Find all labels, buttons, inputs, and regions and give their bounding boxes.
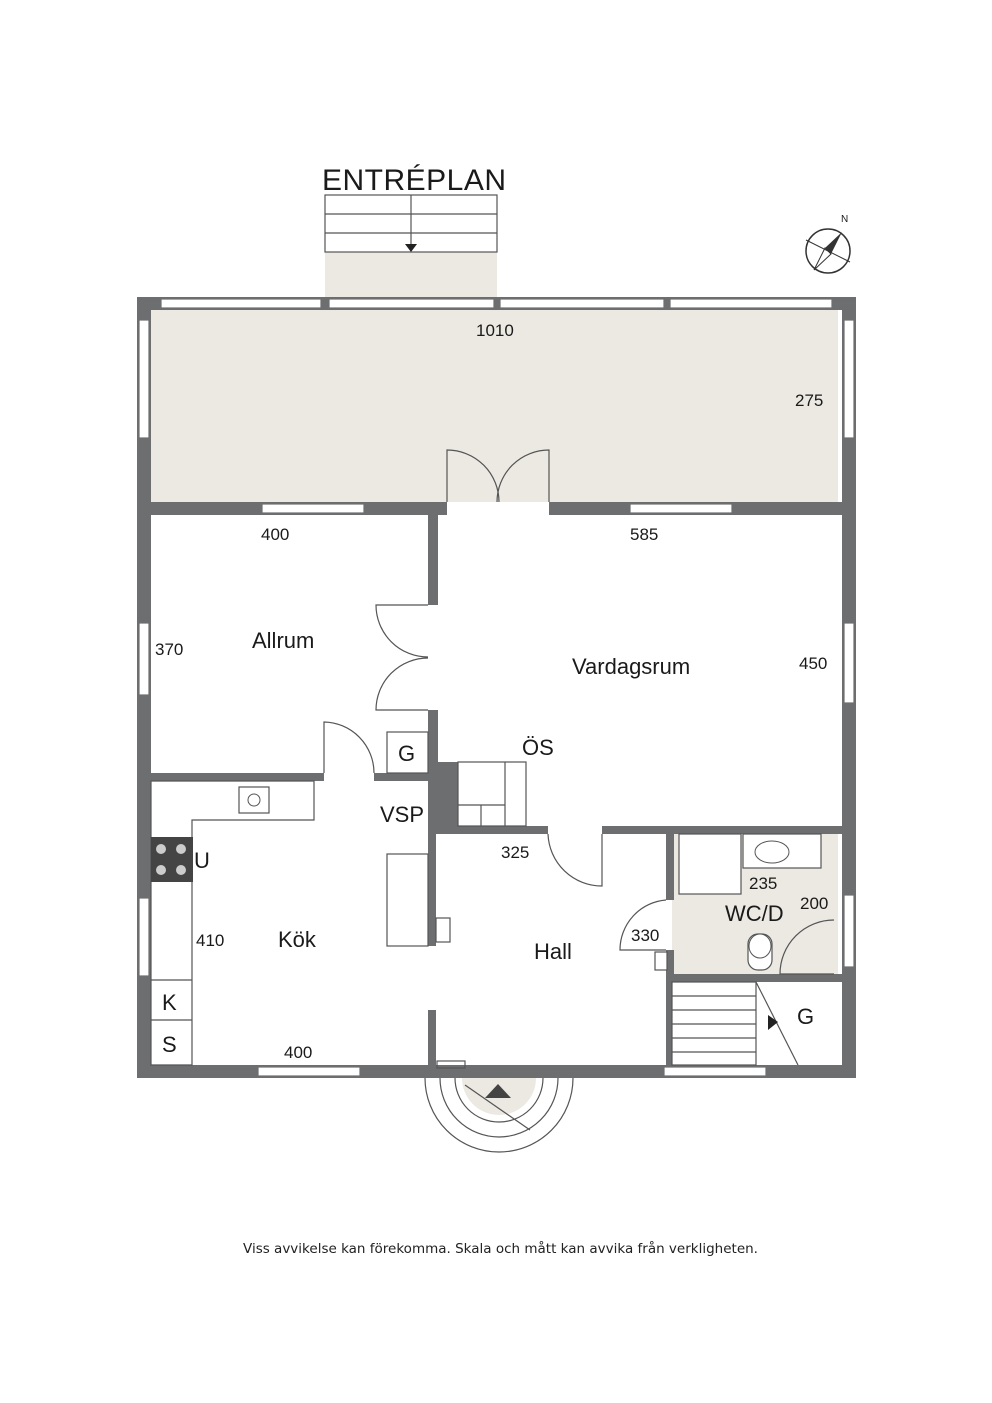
front-steps [424,1077,574,1153]
dim-vardagsrum-depth: 450 [799,654,827,673]
dim-allrum-depth: 370 [155,640,183,659]
room-label-wcd: WC/D [725,901,784,926]
room-label-os: ÖS [522,735,554,760]
dim-hall-depth: 330 [631,926,659,945]
disclaimer-text: Viss avvikelse kan förekomma. Skala och … [243,1240,758,1257]
room-label-g-closet: G [398,741,415,766]
veranda-floor [150,310,838,502]
dim-hall-width: 325 [501,843,529,862]
room-label-hall: Hall [534,939,572,964]
wc-fixtures [654,833,822,971]
dim-wc-depth: 200 [800,894,828,913]
dim-allrum-width: 400 [261,525,289,544]
room-label-g-stair: G [797,1004,814,1029]
compass-north-label: N [841,214,848,225]
dim-vardagsrum-width: 585 [630,525,658,544]
dim-kok-depth: 410 [196,931,224,950]
room-label-kok: Kök [278,927,317,952]
dim-veranda-depth: 275 [795,391,823,410]
kitchen-counters [150,780,315,1066]
room-label-k: K [162,990,177,1015]
staircase-down [671,981,799,1066]
dim-wc-width: 235 [749,874,777,893]
doors [323,449,835,1085]
cabinets [386,731,451,947]
room-label-s: S [162,1032,177,1057]
room-label-allrum: Allrum [252,628,314,653]
dim-kok-width: 400 [284,1043,312,1062]
dim-veranda-width: 1010 [476,321,514,340]
plan-title: ENTRÉPLAN [322,164,507,197]
room-label-vsp: VSP [380,802,424,827]
room-label-u: U [194,848,210,873]
windows [138,298,855,1077]
compass-icon: N [805,214,851,274]
staircase-up [457,761,527,827]
interior-walls [150,502,842,1065]
room-label-vardagsrum: Vardagsrum [572,654,690,679]
entrance-landing [325,252,497,298]
entrance-steps [324,194,498,253]
